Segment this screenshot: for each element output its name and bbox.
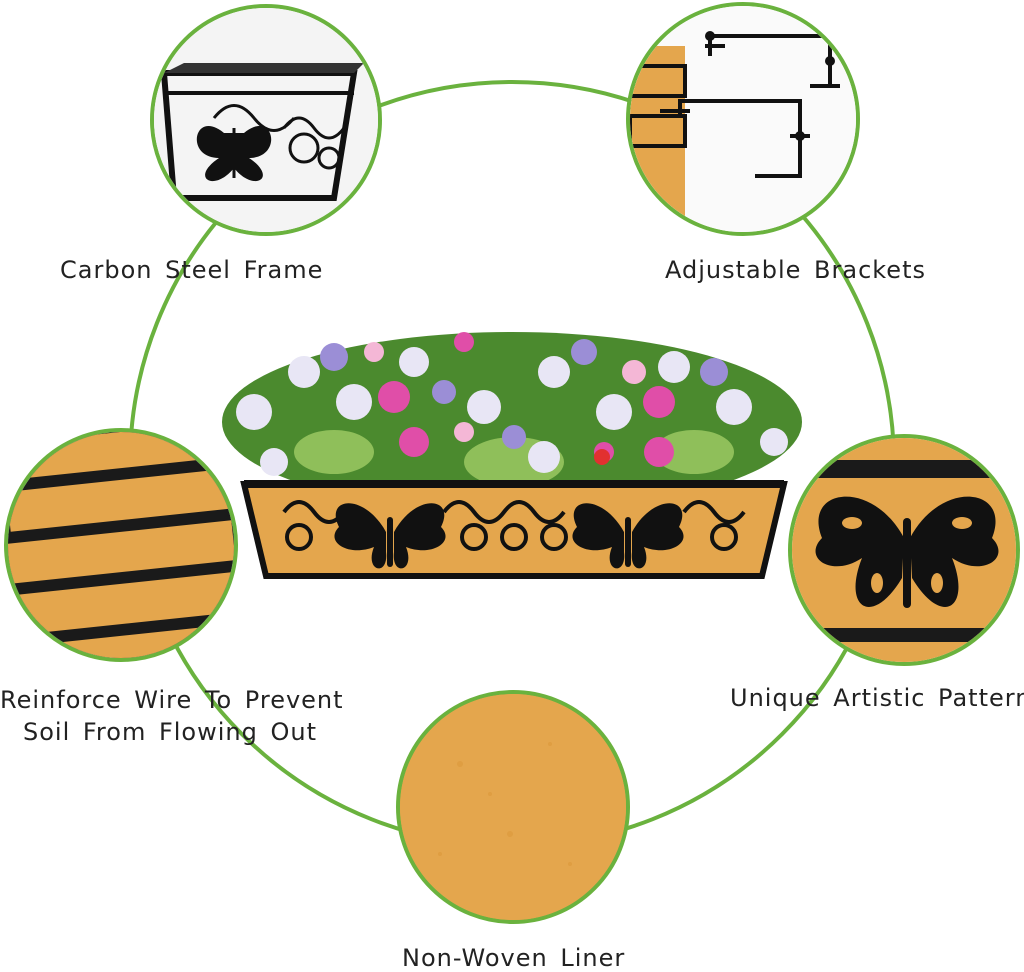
pattern-label: Unique Artistic Pattern xyxy=(730,684,1024,712)
pattern-detail-bubble xyxy=(788,434,1020,666)
frame-detail-bubble xyxy=(150,4,382,236)
planter-product-image xyxy=(214,312,810,584)
wire-detail-bubble xyxy=(4,428,238,662)
butterfly-pattern-image xyxy=(792,438,1016,662)
wire-label-line1: Reinforce Wire To Prevent xyxy=(0,686,344,714)
steel-frame-image xyxy=(154,8,378,232)
brackets-detail-bubble xyxy=(626,2,860,236)
brackets-label: Adjustable Brackets xyxy=(665,256,926,284)
wire-label-line2: Soil From Flowing Out xyxy=(22,718,317,746)
reinforce-wire-image xyxy=(8,432,234,658)
frame-label: Carbon Steel Frame xyxy=(60,256,324,284)
liner-texture-image xyxy=(400,694,626,920)
liner-label: Non-Woven Liner xyxy=(402,944,626,972)
brackets-image xyxy=(630,6,856,232)
liner-detail-bubble xyxy=(396,690,630,924)
